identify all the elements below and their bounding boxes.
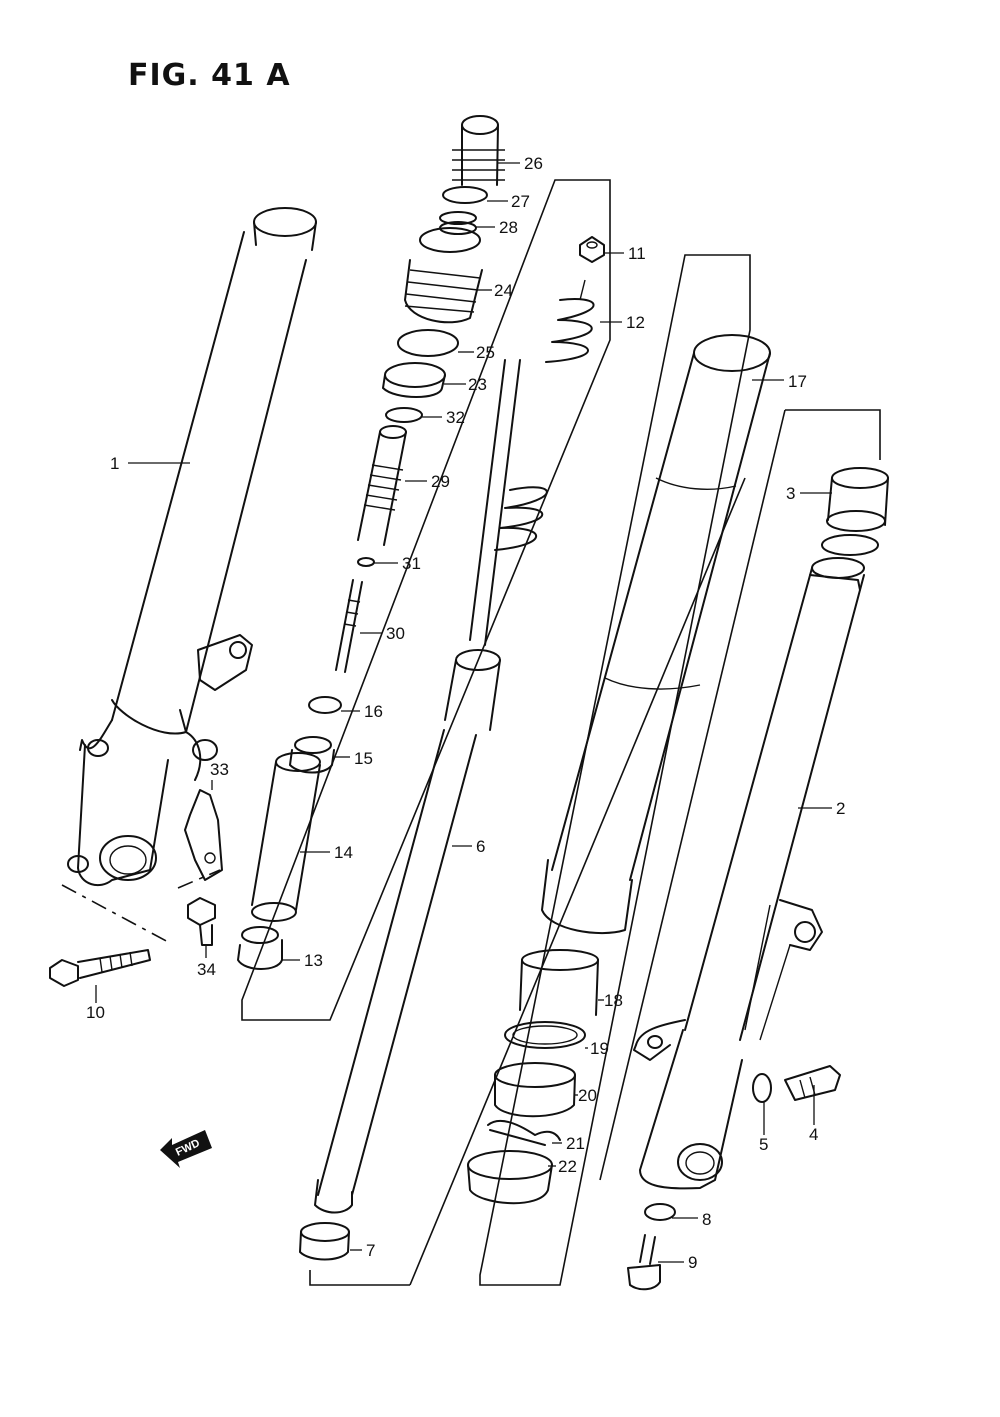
bracket-alignment-line xyxy=(177,869,221,889)
assembly-box-damper xyxy=(309,477,746,1286)
callout-8: 8 xyxy=(702,1210,711,1229)
callout-4: 4 xyxy=(809,1125,818,1144)
needle xyxy=(335,579,363,673)
ring-32 xyxy=(385,407,423,423)
callout-26: 26 xyxy=(524,154,543,173)
bracket-33 xyxy=(184,789,223,881)
assembly-box-right xyxy=(599,409,881,1181)
stopper-13 xyxy=(237,926,283,970)
clip-21 xyxy=(487,1119,561,1146)
callout-19: 19 xyxy=(590,1039,609,1058)
callout-34: 34 xyxy=(197,960,216,979)
o-ring-25 xyxy=(397,329,459,357)
callout-33: 33 xyxy=(210,760,229,779)
callout-6: 6 xyxy=(476,837,485,856)
callout-11: 11 xyxy=(628,244,646,263)
callout-22: 22 xyxy=(558,1157,577,1176)
callout-3: 3 xyxy=(786,484,795,503)
figure-title: FIG. 41 A xyxy=(128,58,291,93)
callout-25: 25 xyxy=(476,343,495,362)
callout-7: 7 xyxy=(366,1241,375,1260)
bolt-alignment-line xyxy=(61,884,171,944)
callout-12: 12 xyxy=(626,313,645,332)
outer-tube-left xyxy=(67,207,317,887)
washer-8 xyxy=(644,1203,676,1221)
callout-1: 1 xyxy=(110,454,119,473)
callout-17: 17 xyxy=(788,372,807,391)
o-ring-31 xyxy=(357,557,375,567)
callout-18: 18 xyxy=(604,991,623,1010)
callout-9: 9 xyxy=(688,1253,697,1272)
callout-15: 15 xyxy=(354,749,373,768)
callout-28: 28 xyxy=(499,218,518,237)
bolt-10 xyxy=(49,949,151,987)
fwd-arrow-icon: FWD xyxy=(160,1130,212,1168)
callout-14: 14 xyxy=(334,843,353,862)
callout-10: 10 xyxy=(86,1003,105,1022)
dust-seal-22 xyxy=(467,1150,553,1205)
assembly-box-center xyxy=(241,179,611,1021)
callout-13: 13 xyxy=(304,951,323,970)
assembly-box-inner xyxy=(479,254,751,1286)
leader-lines xyxy=(95,162,832,1263)
adjuster xyxy=(452,115,505,186)
callout-30: 30 xyxy=(386,624,405,643)
seal-23 xyxy=(382,362,446,398)
bolt-9 xyxy=(627,1234,661,1291)
air-valve-4 xyxy=(784,1065,841,1101)
callout-21: 21 xyxy=(566,1134,585,1153)
inner-tube xyxy=(541,334,771,934)
damper-rod xyxy=(314,359,521,1214)
dust-cap xyxy=(821,467,889,556)
callout-labels: 1 2 3 4 5 6 7 8 9 10 11 12 13 14 15 16 1… xyxy=(86,154,845,1272)
spacer-14 xyxy=(251,752,321,922)
callout-27: 27 xyxy=(511,192,530,211)
washer-16 xyxy=(308,696,342,714)
washer-19 xyxy=(504,1021,586,1049)
cap-bolt xyxy=(404,227,483,324)
seat-15 xyxy=(289,736,335,774)
callout-20: 20 xyxy=(578,1086,597,1105)
bolt-34 xyxy=(187,897,216,946)
outer-tube-right xyxy=(633,557,865,1190)
callout-2: 2 xyxy=(836,799,845,818)
rod xyxy=(357,425,407,546)
callout-31: 31 xyxy=(402,554,421,573)
callout-23: 23 xyxy=(468,375,487,394)
bushing-7 xyxy=(299,1222,350,1261)
callout-5: 5 xyxy=(759,1135,768,1154)
callout-24: 24 xyxy=(494,281,513,300)
callout-29: 29 xyxy=(431,472,450,491)
oil-seal-20 xyxy=(494,1062,576,1118)
gasket-5 xyxy=(752,1073,772,1103)
nut xyxy=(579,236,605,263)
callout-32: 32 xyxy=(446,408,465,427)
spring xyxy=(494,279,595,551)
guide-bushing-18 xyxy=(519,949,599,1016)
o-ring-27 xyxy=(442,186,488,204)
callout-16: 16 xyxy=(364,702,383,721)
